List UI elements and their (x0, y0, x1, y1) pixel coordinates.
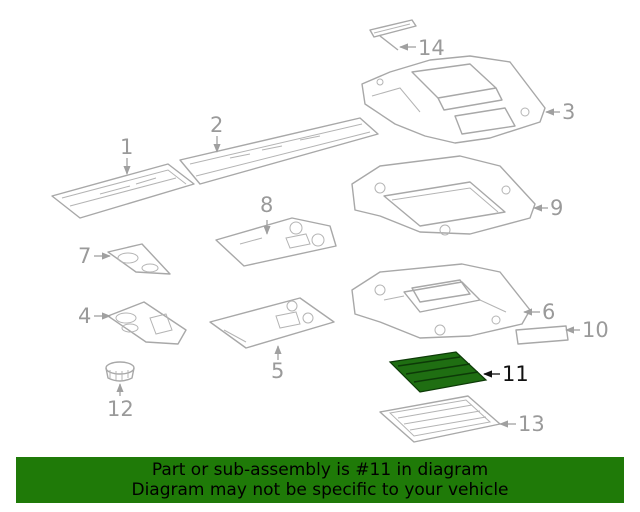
parts-diagram: 14 3 2 1 (51, 19, 609, 443)
part-2-rail-plate (179, 117, 379, 185)
svg-text:4: 4 (78, 304, 91, 328)
svg-text:13: 13 (518, 412, 545, 436)
svg-text:2: 2 (210, 113, 223, 137)
callout-6: 6 (523, 300, 555, 324)
callout-10: 10 (565, 318, 609, 342)
part-9-console-base (351, 155, 536, 236)
info-banner: Part or sub-assembly is #11 in diagram D… (16, 457, 624, 503)
svg-text:10: 10 (582, 318, 609, 342)
part-10-pad (515, 325, 569, 345)
part-3-console-housing (361, 55, 546, 144)
part-1-tray-plate (51, 163, 195, 219)
svg-text:9: 9 (550, 196, 563, 220)
callout-14: 14 (399, 36, 445, 60)
part-7-cover (107, 243, 171, 275)
banner-line-2: Diagram may not be specific to your vehi… (131, 480, 509, 500)
callout-1: 1 (120, 135, 133, 175)
svg-text:3: 3 (562, 100, 575, 124)
callout-3: 3 (545, 100, 575, 124)
part-12-knob (105, 361, 135, 382)
callout-4: 4 (78, 304, 111, 328)
callout-5: 5 (271, 345, 284, 383)
banner-line-1: Part or sub-assembly is #11 in diagram (151, 460, 489, 480)
svg-text:5: 5 (271, 359, 284, 383)
callout-7: 7 (78, 244, 111, 268)
part-5-lower-panel (209, 297, 335, 349)
callout-9: 9 (533, 196, 563, 220)
part-13-tray-mat (379, 395, 501, 443)
svg-text:7: 7 (78, 244, 91, 268)
svg-text:11: 11 (502, 362, 529, 386)
part-8-panel (215, 217, 337, 267)
callout-12: 12 (107, 383, 134, 421)
part-6-lower-base (351, 263, 531, 339)
svg-text:6: 6 (542, 300, 555, 324)
callout-2: 2 (210, 113, 223, 153)
svg-text:1: 1 (120, 135, 133, 159)
svg-text:14: 14 (418, 36, 445, 60)
callout-8: 8 (260, 193, 273, 235)
part-11-mat-highlighted (388, 351, 488, 393)
svg-text:8: 8 (260, 193, 273, 217)
svg-text:12: 12 (107, 397, 134, 421)
callout-13: 13 (499, 412, 545, 436)
part-14-bracket (369, 19, 417, 51)
part-4-switch-cover (107, 301, 187, 345)
callout-11: 11 (483, 362, 529, 386)
